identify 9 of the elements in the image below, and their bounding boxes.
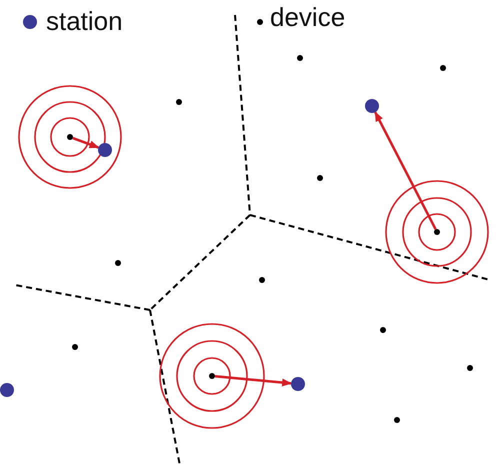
device-dot	[67, 134, 73, 140]
legend-label: station	[46, 6, 123, 36]
station-dot	[291, 377, 305, 391]
device-dot	[434, 229, 440, 235]
device-dot	[209, 373, 215, 379]
station-dot	[365, 99, 379, 113]
station-dot	[98, 143, 112, 157]
arrow	[214, 375, 292, 386]
legend-label: device	[270, 2, 346, 32]
